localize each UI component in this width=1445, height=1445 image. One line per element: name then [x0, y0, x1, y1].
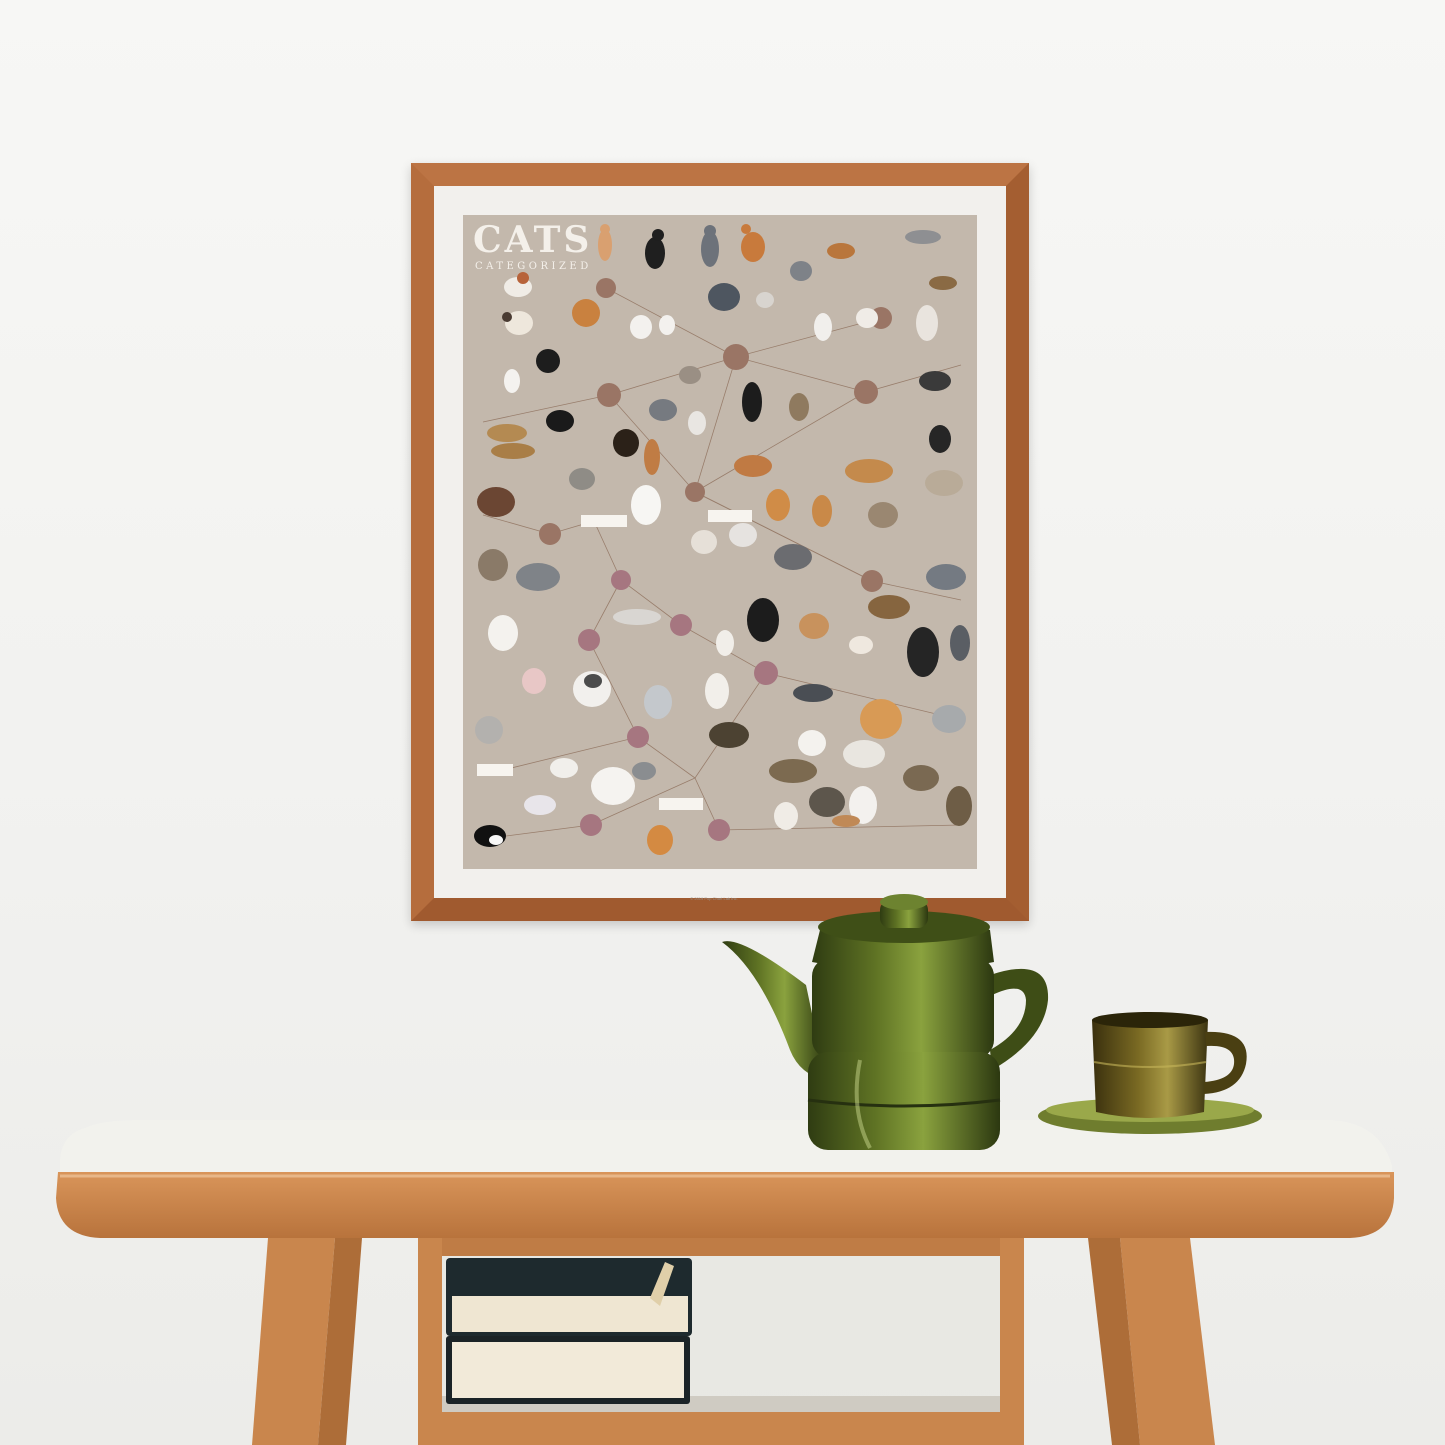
stacked-books [446, 1258, 692, 1404]
green-teapot [722, 894, 1049, 1150]
teacup-and-saucer [1038, 1012, 1262, 1134]
poster-copyright: © 2019 Pop Chart Lab Inc. [690, 896, 738, 901]
poster-title: CATS [473, 219, 593, 261]
picture-frame: CATS CATEGORIZED © 2019 Pop Chart Lab In… [411, 163, 1029, 921]
poster-artwork [474, 224, 972, 855]
cats-categorized-poster: CATS CATEGORIZED [463, 215, 977, 869]
side-table [56, 1120, 1394, 1445]
poster-subtitle: CATEGORIZED [475, 261, 592, 272]
